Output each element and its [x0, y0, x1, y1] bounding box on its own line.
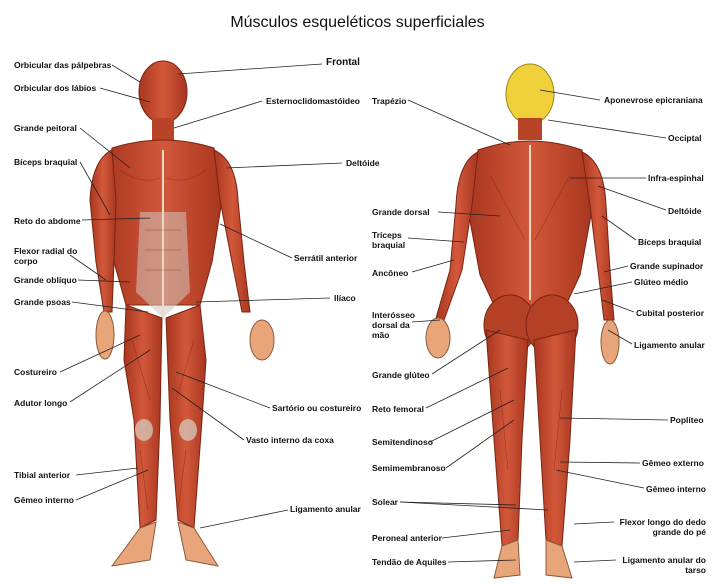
back-figure	[425, 63, 620, 579]
label-trapezio: Trapézio	[372, 96, 407, 106]
label-esternocleido: Esternoclidomastóideo	[266, 96, 360, 106]
label-grande-obliquo: Grande oblíquo	[14, 275, 77, 285]
leader-lines	[59, 63, 669, 563]
label-tendao-aquiles: Tendão de Aquiles	[372, 557, 447, 567]
diagram-title: Músculos esqueléticos superficiales	[230, 14, 485, 31]
label-semimembranoso: Semimembranoso	[372, 463, 446, 473]
label-ligamento-anular-tarso: Ligamento anular do tarso	[622, 555, 706, 575]
label-grande-dorsal: Grande dorsal	[372, 207, 430, 217]
label-ligamento-anular-back: Ligamento anular	[634, 340, 705, 350]
label-reto-femoral: Reto femoral	[372, 404, 424, 414]
label-gemeo-interno-front: Gêmeo interno	[14, 495, 74, 505]
label-solear: Solear	[372, 497, 398, 507]
label-ligamento-anular-front: Ligamento anular	[290, 504, 361, 514]
label-biceps-braquial-front: Bíceps braquial	[14, 157, 78, 167]
label-flexor-longo: Flexor longo do dedo grande do pé	[619, 517, 706, 537]
label-gemeo-interno-back: Gêmeo interno	[646, 484, 706, 494]
label-gemeo-externo: Gêmeo externo	[642, 458, 704, 468]
label-frontal: Frontal	[326, 57, 360, 68]
label-biceps-back: Bíceps braquial	[638, 237, 702, 247]
label-semitendinoso: Semitendinoso	[372, 437, 433, 447]
label-flexor-radial: Flexor radial do corpo	[14, 246, 78, 266]
label-grande-supinador: Grande supinador	[630, 261, 704, 271]
label-triceps: Tríceps braquial	[372, 230, 406, 250]
front-figure	[89, 60, 275, 567]
label-iliaco: Ilíaco	[334, 293, 356, 303]
label-popliteo: Poplíteo	[670, 415, 704, 425]
label-anconeo: Ancôneo	[372, 268, 409, 278]
label-aponevrose: Aponevrose epicraniana	[604, 95, 703, 105]
label-grande-psoas: Grande psoas	[14, 297, 71, 307]
label-grande-gluteo: Grande glúteo	[372, 370, 430, 380]
label-cubital-posterior: Cubital posterior	[636, 308, 705, 318]
label-vasto-interno: Vasto interno da coxa	[246, 435, 334, 445]
label-interosseo: Interósseo dorsal da mão	[372, 310, 415, 340]
label-peroneal: Peroneal anterior	[372, 533, 442, 543]
label-serratil: Serrátil anterior	[294, 253, 358, 263]
label-costureiro: Costureiro	[14, 367, 57, 377]
label-adutor-longo: Adutor longo	[14, 398, 68, 408]
label-reto-abdome: Reto do abdome	[14, 216, 81, 226]
label-sartorio: Sartório ou costureiro	[272, 403, 362, 413]
label-gluteo-medio: Glúteo médio	[634, 277, 689, 287]
label-grande-peitoral: Grande peitoral	[14, 123, 77, 133]
label-orbicular-palpebras: Orbicular das pálpebras	[14, 60, 112, 70]
label-infra-espinhal: Infra-espinhal	[648, 173, 704, 183]
label-deltoide-back: Deltóide	[668, 206, 702, 216]
label-deltoide-front: Deltóide	[346, 158, 380, 168]
label-occipital: Occiptal	[668, 133, 702, 143]
label-tibial-anterior: Tibial anterior	[14, 470, 71, 480]
label-orbicular-labios: Orbicular dos lábios	[14, 83, 97, 93]
